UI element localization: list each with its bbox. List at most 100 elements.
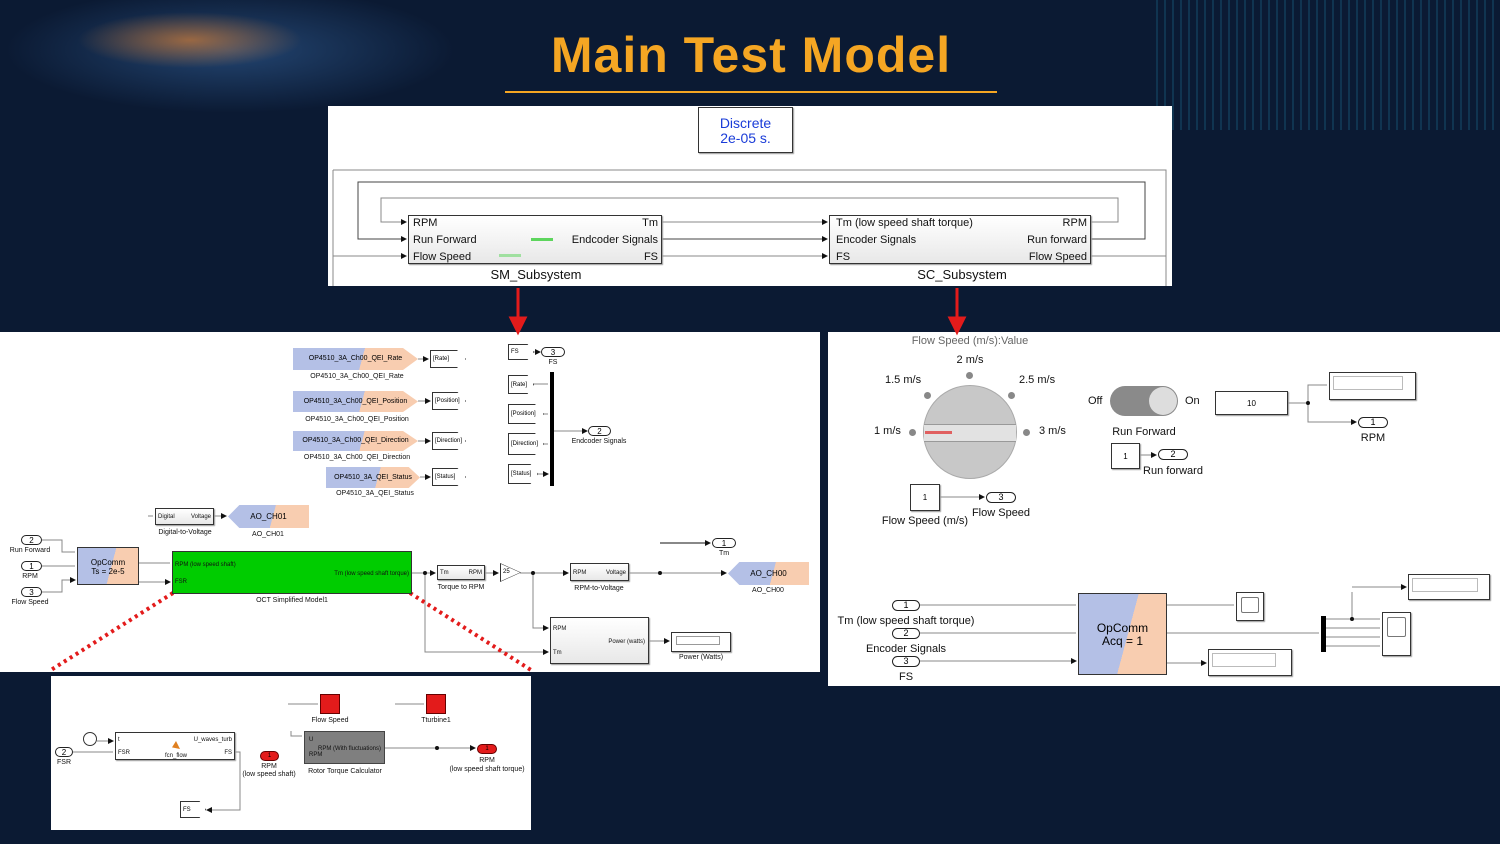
outport-tm-label: Tm: [718, 550, 730, 557]
inport-flow-speed[interactable]: 3: [21, 587, 42, 597]
digital-to-voltage-block[interactable]: Digital Voltage: [155, 508, 214, 525]
outport-rpm[interactable]: 1: [1358, 417, 1388, 428]
rpm-in-label2: (low speed shaft): [242, 771, 296, 778]
red-arrows: [508, 288, 967, 336]
goto-fs[interactable]: FS: [180, 801, 206, 818]
outport-encoder[interactable]: 2: [588, 426, 611, 436]
d2v-in: Digital: [158, 514, 175, 520]
from-direction[interactable]: [Direction]: [508, 433, 544, 455]
flow-speed-knob[interactable]: [923, 385, 1017, 479]
ao-ch00-label: AO_CH00: [752, 587, 784, 594]
scope-encoder[interactable]: [1382, 612, 1411, 656]
flow-speed-constant[interactable]: 1: [910, 484, 940, 511]
knob-tick-3: 3 m/s: [1039, 425, 1066, 437]
rotor-in-u: U: [309, 737, 314, 743]
from-rate[interactable]: [Rate]: [508, 375, 534, 394]
inport-tm[interactable]: 1: [892, 600, 920, 611]
inport-rpm-shaft[interactable]: 1: [260, 751, 279, 761]
fcn-out-fs: FS: [224, 750, 232, 756]
rpm-to-voltage-label: RPM-to-Voltage: [574, 585, 624, 592]
opcomm-acq-name: OpComm: [1096, 621, 1149, 635]
ao-ch01-block[interactable]: AO_CH01: [228, 505, 309, 528]
goto-direction[interactable]: [Direction]: [432, 432, 466, 450]
rpm-constant[interactable]: 10: [1215, 391, 1288, 415]
goto-rate[interactable]: [Rate]: [430, 350, 466, 368]
ao-ch01-label: AO_CH01: [252, 531, 284, 538]
rotor-out: RPM (With fluctuations): [317, 746, 381, 752]
from-position[interactable]: [Position]: [508, 404, 544, 424]
sm-subsystem-panel: [0, 332, 820, 672]
discrete-label: Discrete: [719, 115, 772, 131]
out-label2: (low speed shaft torque): [449, 766, 525, 773]
scope-tturbine[interactable]: [426, 694, 446, 714]
outport-tm[interactable]: 1: [712, 538, 736, 548]
inport-fs[interactable]: 3: [892, 656, 920, 667]
qei-rate-block[interactable]: OP4510_3A_Ch00_QEI_Rate: [293, 348, 418, 370]
run-forward-constant[interactable]: 1: [1111, 443, 1140, 469]
discrete-powergui-block[interactable]: Discrete 2e-05 s.: [698, 107, 793, 153]
rotor-label: Rotor Torque Calculator: [308, 768, 382, 775]
outport-run-forward[interactable]: 2: [1158, 449, 1188, 460]
inport-rpm[interactable]: 1: [21, 561, 42, 571]
from-status[interactable]: [Status]: [508, 464, 538, 484]
power-calc-block[interactable]: RPM Tm Power (watts): [550, 617, 649, 664]
inport-encoder-label: Encoder Signals: [865, 643, 947, 655]
inport-encoder[interactable]: 2: [892, 628, 920, 639]
inport-run-forward[interactable]: 2: [21, 535, 42, 545]
outport-encoder-label: Endcoder Signals: [571, 438, 627, 445]
inport-fsr-label: FSR: [57, 759, 71, 766]
inport-tm-label: Tm (low speed shaft torque): [837, 615, 975, 627]
clock-icon[interactable]: [83, 732, 97, 746]
ao-ch00-block[interactable]: AO_CH00: [728, 562, 809, 585]
power-display[interactable]: [671, 632, 731, 652]
encoder-bus-selector[interactable]: [1321, 616, 1326, 652]
power-out: Power (watts): [608, 639, 645, 645]
inport-fsr[interactable]: 2: [55, 747, 73, 757]
inport-rpm-label: RPM: [22, 573, 38, 580]
torque-to-rpm-label: Torque to RPM: [437, 584, 485, 591]
goto-status[interactable]: [Status]: [432, 468, 466, 486]
power-in-rpm: RPM: [553, 626, 567, 632]
scope-tm[interactable]: [1236, 592, 1264, 621]
rpm-in-label1: RPM: [261, 763, 277, 770]
outport-flow-speed[interactable]: 3: [986, 492, 1016, 503]
fs-display[interactable]: [1208, 649, 1292, 676]
qei-position-block[interactable]: OP4510_3A_Ch00_QEI_Position: [293, 391, 418, 412]
sm-out-tm: Tm: [642, 217, 658, 229]
qei-status-block[interactable]: OP4510_3A_QEI_Status: [326, 467, 420, 488]
matlab-icon: [172, 741, 180, 749]
flow-speed-constant-label: Flow Speed (m/s): [881, 515, 969, 527]
qei-direction-block[interactable]: OP4510_3A_Ch00_QEI_Direction: [293, 431, 418, 451]
from-fs[interactable]: FS: [508, 344, 534, 360]
scope-flow-speed[interactable]: [320, 694, 340, 714]
knob-tick-2: 2 m/s: [956, 354, 984, 366]
qei-position-label: OP4510_3A_Ch00_QEI_Position: [305, 416, 409, 423]
opcomm-ts: Ts = 2e-5: [91, 567, 125, 576]
run-forward-toggle[interactable]: [1110, 386, 1178, 416]
rpm-display[interactable]: [1329, 372, 1416, 400]
fcn-flow-block[interactable]: t FSR U_waves_turb FS fcn_flow: [115, 732, 235, 760]
inport-flow-speed-label: Flow Speed: [11, 599, 49, 606]
encoder-display[interactable]: [1408, 574, 1490, 600]
torque-to-rpm-block[interactable]: Tm RPM: [437, 565, 485, 580]
rotor-torque-calculator[interactable]: U RPM RPM (With fluctuations): [304, 731, 385, 764]
sm-subsystem-block[interactable]: RPM Run Forward Flow Speed Tm Endcoder S…: [408, 215, 662, 264]
knob-tick-1: 1 m/s: [874, 425, 901, 437]
toggle-on-label: On: [1185, 395, 1200, 407]
outport-fs[interactable]: 3: [541, 347, 565, 357]
knob-tick-dot: [909, 429, 916, 436]
fcn-out-u: U_waves_turb: [193, 737, 232, 743]
outport-rpm-torque[interactable]: 1: [477, 744, 497, 754]
sm-in-rpm: RPM: [413, 217, 438, 229]
sc-subsystem-block[interactable]: Tm (low speed shaft torque) Encoder Sign…: [829, 215, 1091, 264]
oct-in-fsr: FSR: [175, 579, 187, 585]
rpm-to-voltage-block[interactable]: RPM Voltage: [570, 563, 629, 581]
out-label1: RPM: [479, 757, 495, 764]
sc-out-flow-speed: Flow Speed: [1028, 251, 1087, 263]
goto-position[interactable]: [Position]: [432, 392, 466, 410]
bus-creator[interactable]: [550, 372, 554, 486]
knob-title: Flow Speed (m/s):Value: [911, 335, 1029, 347]
oct-simplified-model-block[interactable]: RPM (low speed shaft) FSR Tm (low speed …: [172, 551, 412, 594]
